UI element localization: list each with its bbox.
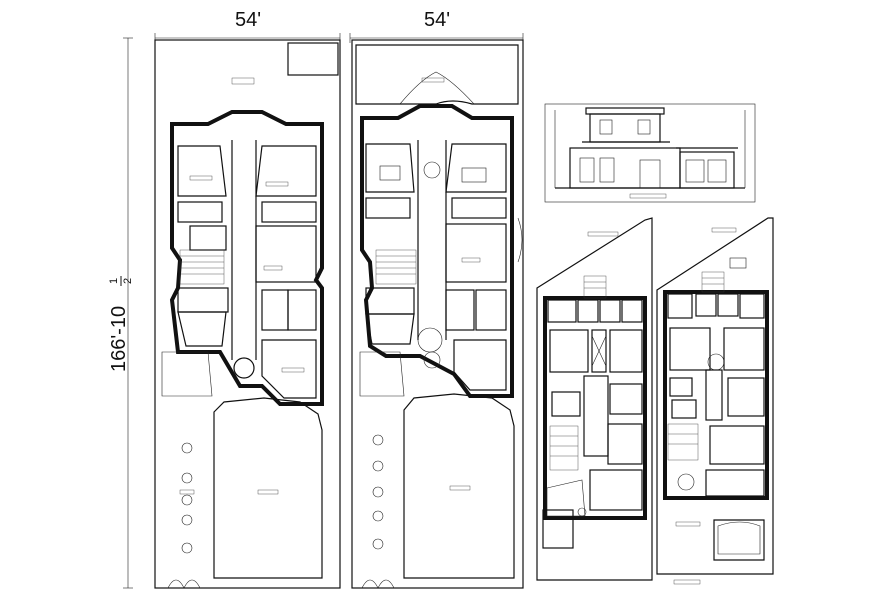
front-elevation <box>544 103 756 203</box>
plan-ground-floor-left <box>154 39 341 589</box>
svg-text:166'-10: 166'-10 <box>108 306 130 372</box>
plan-ground-floor-furnished <box>351 39 524 589</box>
plan-first-floor-b <box>656 217 774 585</box>
svg-text:2: 2 <box>122 278 134 284</box>
plan-first-floor-a <box>536 217 653 581</box>
svg-text:1: 1 <box>108 278 120 284</box>
depth-dimension: 166'-10 1 2 <box>108 276 134 372</box>
width-dimension-right: 54' <box>424 9 450 31</box>
width-dimension-left: 54' <box>235 9 261 31</box>
dimension-lines <box>123 33 524 589</box>
